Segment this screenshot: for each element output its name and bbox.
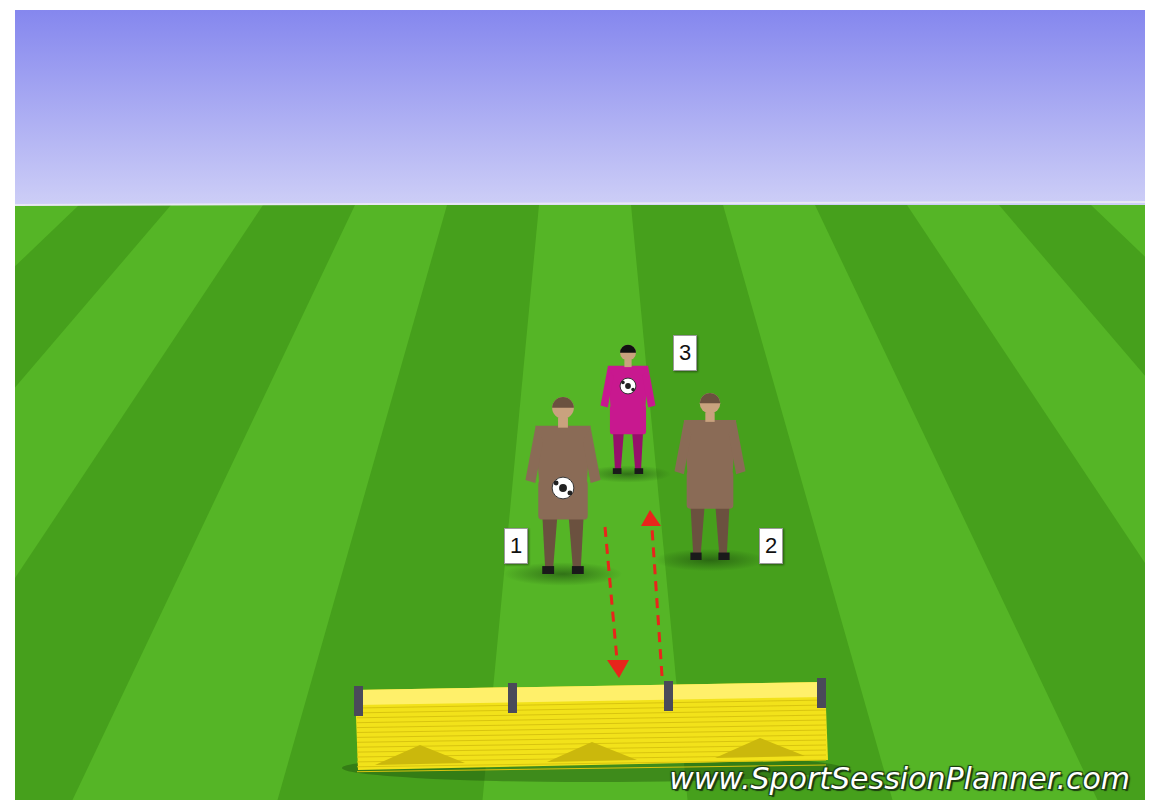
goalkeeper-1 [504, 397, 623, 586]
callout-number: 1 [510, 535, 522, 557]
callout-tag: 1 [504, 528, 528, 564]
movement-arrows [605, 510, 662, 678]
grass-stripe [999, 205, 1145, 800]
callout-tag: 3 [673, 335, 697, 371]
callout-number: 3 [679, 342, 691, 364]
horizon [15, 202, 1145, 205]
goalkeeper-3 [585, 345, 672, 483]
callout-number: 2 [765, 535, 777, 557]
callout-tag: 2 [759, 528, 783, 564]
watermark: www.SportSessionPlanner.com [669, 761, 1130, 796]
pitch [15, 10, 1145, 800]
goalkeeper-2 [654, 393, 766, 571]
sky [15, 10, 1145, 210]
